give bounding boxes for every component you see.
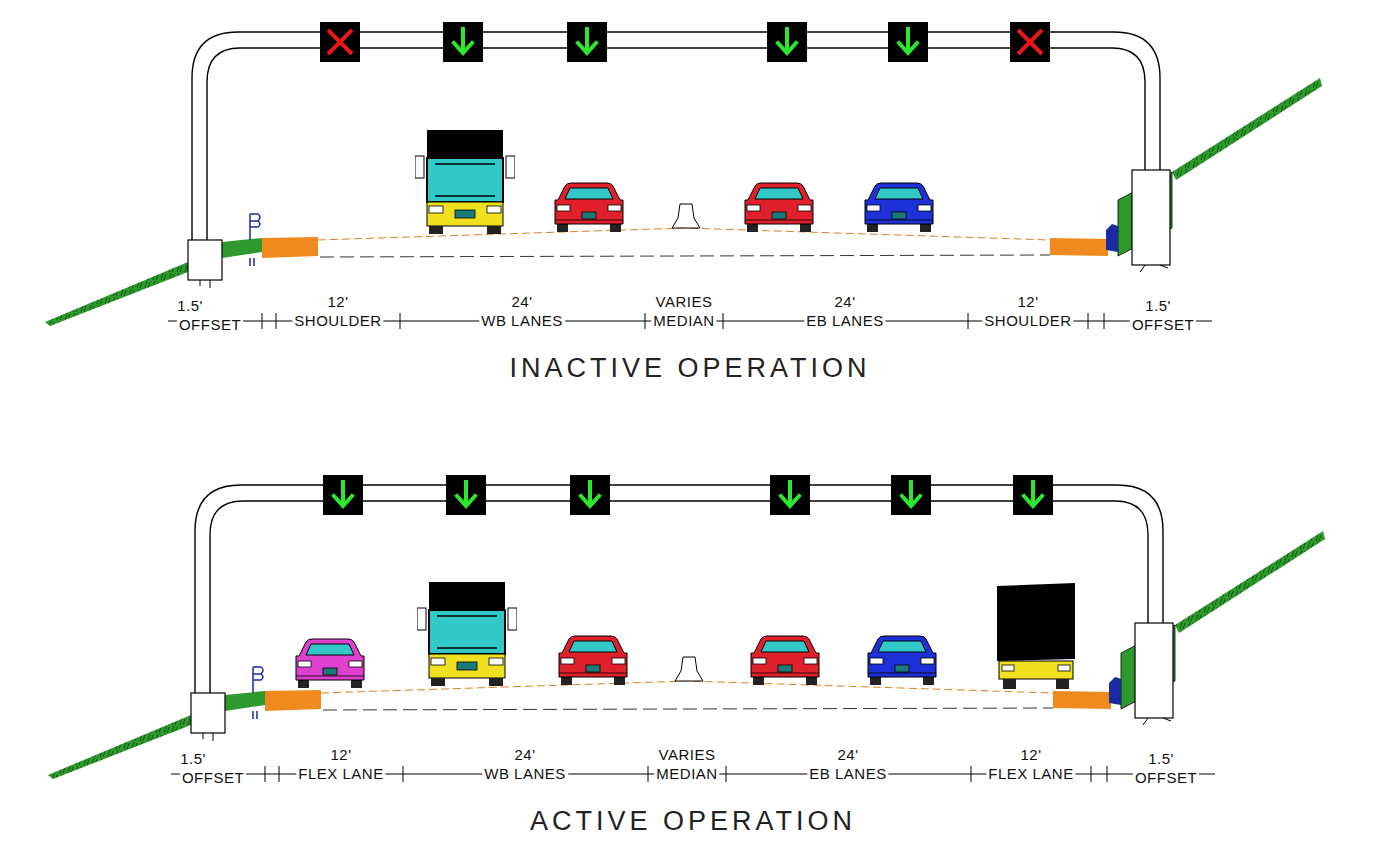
- dimension-label: EB LANES: [804, 313, 885, 329]
- dimension-label: VARIES: [657, 747, 718, 763]
- section-title: INACTIVE OPERATION: [503, 353, 876, 383]
- dimension-label: 1.5': [178, 751, 208, 767]
- dimension-label: FLEX LANE: [986, 766, 1075, 782]
- dimension-label: OFFSET: [1133, 770, 1199, 786]
- dimension-label: EB LANES: [807, 766, 888, 782]
- dimension-label: MEDIAN: [654, 766, 719, 782]
- dimension-label: OFFSET: [180, 770, 246, 786]
- dimension-label: 12': [328, 747, 353, 763]
- dimension-label: 1.5': [175, 298, 205, 314]
- dimension-label: 24': [509, 294, 534, 310]
- dimension-label: WB LANES: [482, 766, 568, 782]
- dimension-label: 12': [325, 294, 350, 310]
- dimension-label: 1.5': [1143, 298, 1173, 314]
- dimension-label: OFFSET: [177, 317, 243, 333]
- dimension-label: 24': [835, 747, 860, 763]
- section-title: ACTIVE OPERATION: [524, 806, 862, 836]
- dimension-label: FLEX LANE: [296, 766, 385, 782]
- dimension-label: 24': [512, 747, 537, 763]
- inactive-section: [45, 22, 1322, 329]
- dimension-label: SHOULDER: [982, 313, 1073, 329]
- active-section: [48, 475, 1325, 782]
- dimension-label: SHOULDER: [292, 313, 383, 329]
- dimension-label: VARIES: [654, 294, 715, 310]
- dimension-label: MEDIAN: [651, 313, 716, 329]
- dimension-label: 12': [1015, 294, 1040, 310]
- dimension-label: 1.5': [1146, 751, 1176, 767]
- dimension-label: WB LANES: [479, 313, 565, 329]
- dimension-label: 12': [1018, 747, 1043, 763]
- dimension-label: OFFSET: [1130, 317, 1196, 333]
- dimension-label: 24': [832, 294, 857, 310]
